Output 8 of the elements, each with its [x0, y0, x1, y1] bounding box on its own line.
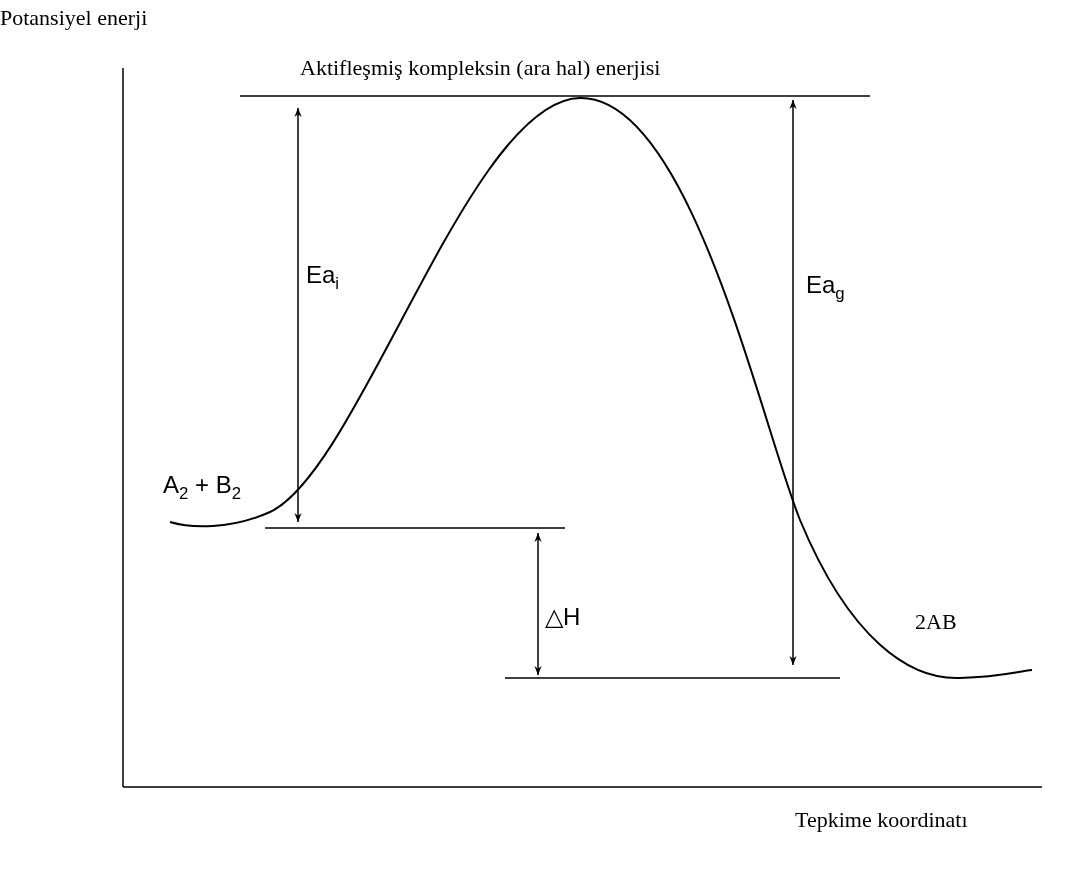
enthalpy-label: △H	[545, 604, 581, 631]
reactant-label: A$_{2}$ + B$_{2}$	[163, 472, 242, 504]
axis-title: Potansiyel enerji	[0, 6, 148, 31]
product-label: 2AB	[915, 610, 957, 635]
energy-label: Ea$_{i}$	[306, 262, 340, 294]
level-label: Aktifleşmiş kompleksin (ara hal) enerjisi	[300, 56, 661, 81]
energy-label: Ea$_{g}$	[806, 272, 845, 304]
axis-title: Tepkime koordinatı	[795, 808, 968, 833]
